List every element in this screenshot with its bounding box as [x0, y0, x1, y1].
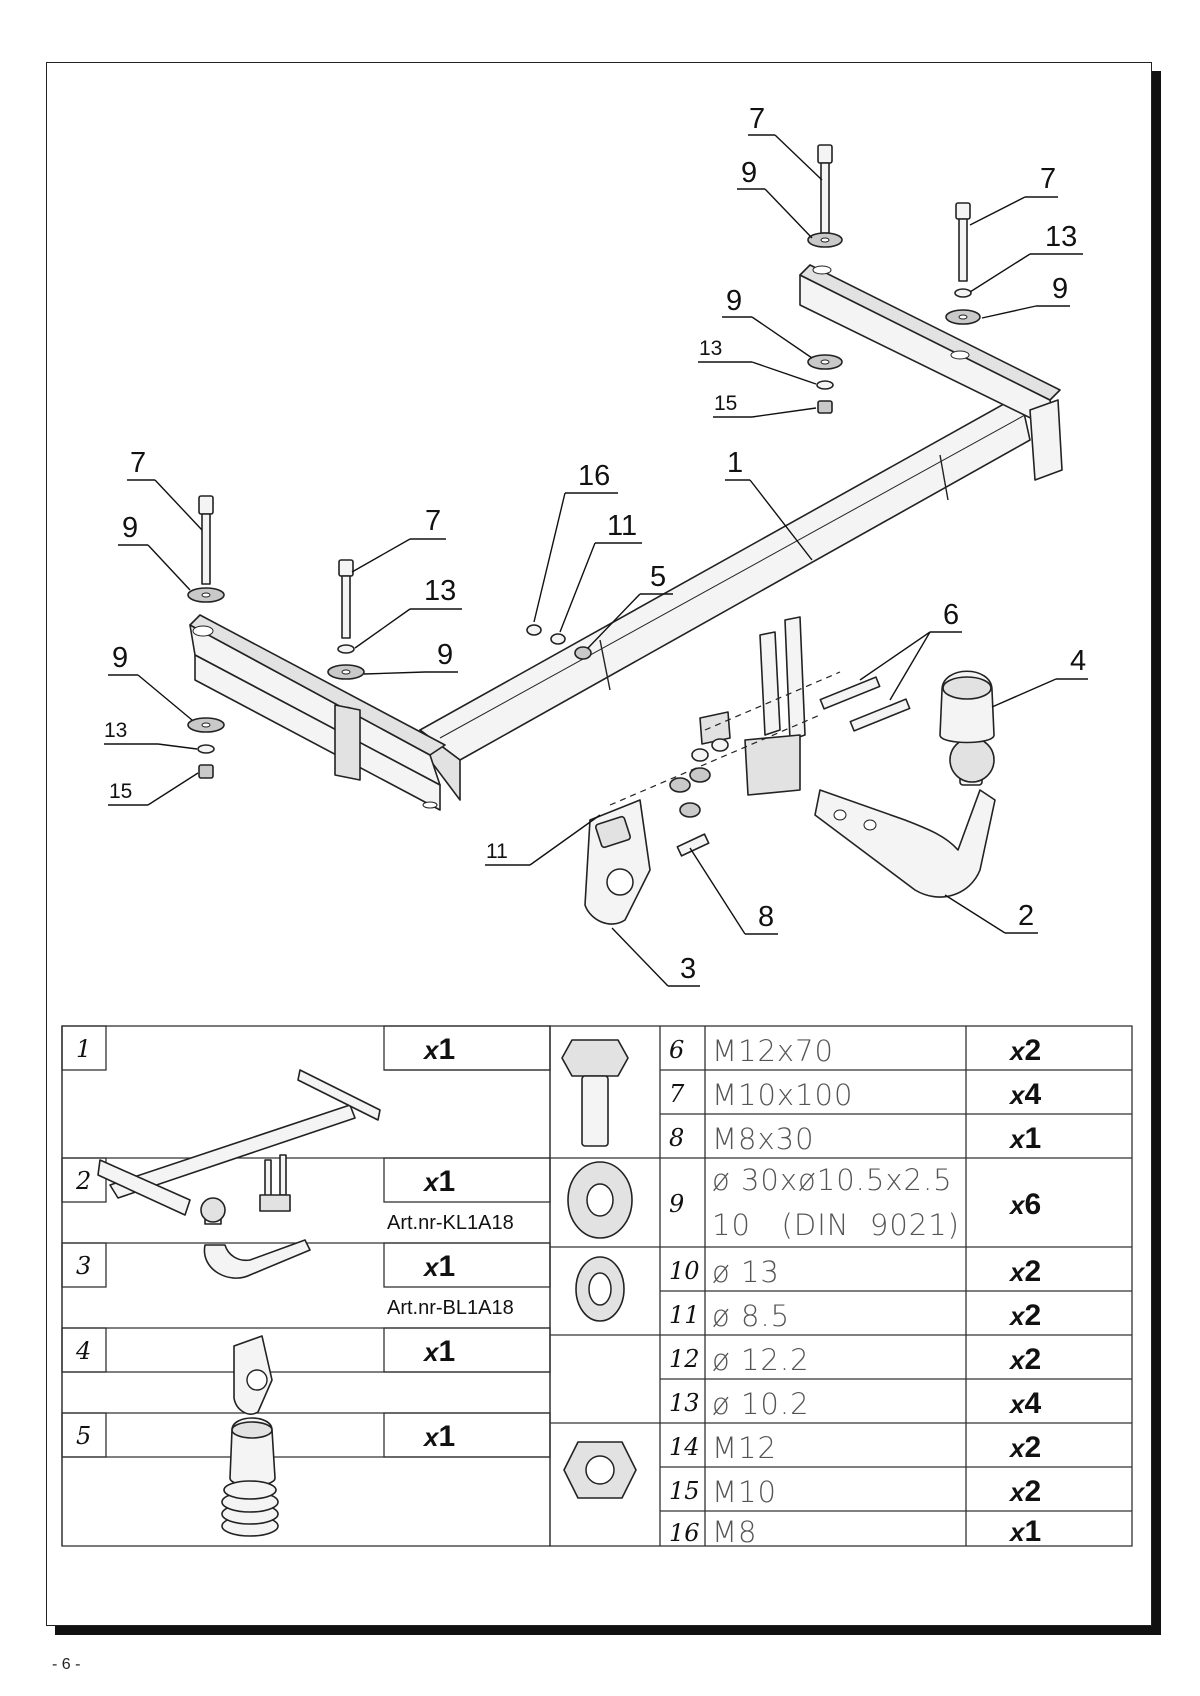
quantity: x2 — [1008, 1343, 1041, 1376]
callout-16: 16 — [578, 460, 610, 492]
quantity: x2 — [1008, 1299, 1041, 1332]
part-spec: M8x30 — [712, 1122, 815, 1156]
callout-2: 2 — [1018, 900, 1034, 932]
part-spec: M12x70 — [712, 1034, 834, 1068]
quantity: x1 — [1008, 1515, 1041, 1548]
callout-3: 3 — [680, 953, 696, 985]
thumb-socket-plate — [233, 1335, 273, 1415]
item-number: 15 — [669, 1477, 700, 1505]
callout-9: 9 — [1052, 273, 1068, 305]
callout-15: 15 — [714, 392, 737, 415]
item-number: 16 — [669, 1519, 700, 1547]
callout-9: 9 — [112, 642, 128, 674]
quantity: x1 — [422, 1420, 455, 1453]
article-number: Art.nr-BL1A18 — [387, 1297, 514, 1319]
quantity: x6 — [1008, 1188, 1041, 1221]
callout-13: 13 — [104, 719, 127, 742]
ball-cap — [939, 670, 995, 744]
callout-7: 7 — [425, 505, 441, 537]
quantity: x1 — [422, 1335, 455, 1368]
callout-9: 9 — [726, 285, 742, 317]
quantity: x4 — [1008, 1387, 1041, 1420]
towbar-crossbeam — [189, 264, 1063, 811]
spring-washer-icon — [575, 1256, 625, 1322]
callout-13: 13 — [1045, 221, 1077, 253]
callout-13: 13 — [424, 575, 456, 607]
thumb-tow-ball — [200, 1197, 311, 1279]
item-number: 14 — [669, 1433, 700, 1461]
callout-9: 9 — [741, 157, 757, 189]
callout-15: 15 — [109, 780, 132, 803]
part-spec: M8 — [712, 1515, 757, 1549]
callout-5: 5 — [650, 561, 666, 593]
item-number: 2 — [75, 1167, 91, 1195]
callout-6: 6 — [943, 599, 959, 631]
parts-table-right-text: 6 M12x70 x2 7 M10x100 x4 8 M8x30 x1 9 ø … — [669, 1034, 1041, 1549]
item-number: 11 — [669, 1301, 700, 1329]
callout-9: 9 — [437, 639, 453, 671]
callout-9: 9 — [122, 512, 138, 544]
exploded-assembly-diagram: 7 9 7 13 9 9 13 15 16 1 — [61, 103, 1133, 1549]
callout-7: 7 — [1040, 163, 1056, 195]
socket-plate — [584, 799, 651, 925]
item-number: 12 — [669, 1345, 700, 1373]
part-spec: ø 8.5 — [712, 1299, 790, 1333]
thumb-towbar — [97, 1069, 381, 1216]
part-spec: ø 30xø10.5x2.5 — [712, 1163, 953, 1197]
parts-table — [61, 1025, 1133, 1547]
part-spec: M10x100 — [712, 1078, 853, 1112]
callout-7: 7 — [130, 447, 146, 479]
quantity: x2 — [1008, 1475, 1041, 1508]
item-number: 5 — [76, 1422, 91, 1450]
fastener-stack-right-rear — [807, 144, 843, 414]
quantity: x1 — [422, 1033, 455, 1066]
item-number: 4 — [75, 1337, 91, 1365]
quantity: x2 — [1008, 1255, 1041, 1288]
thumb-spring — [221, 1480, 279, 1537]
parts-table-left-text: 1 x1 2 x1 Art.nr-KL1A18 3 x1 Art.nr-BL1A… — [75, 1033, 514, 1453]
fastener-stack-left-front — [327, 559, 365, 680]
washer-icon — [567, 1161, 633, 1239]
item-number: 9 — [669, 1190, 684, 1218]
fastener-stack-right-front — [945, 202, 981, 325]
tow-ball-neck — [814, 737, 996, 898]
callout-8: 8 — [758, 901, 774, 933]
part-spec: ø 10.2 — [712, 1387, 810, 1421]
quantity: x1 — [1008, 1122, 1041, 1155]
callouts: 7 9 7 13 9 9 13 15 16 1 — [104, 103, 1088, 987]
item-number: 3 — [76, 1252, 91, 1280]
item-number: 10 — [669, 1257, 700, 1285]
fastener-stack-left-rear — [187, 495, 225, 779]
part-spec-line2: 10 (DIN 9021) — [712, 1208, 960, 1242]
fastener-stack-centre — [526, 624, 592, 660]
quantity: x2 — [1008, 1431, 1041, 1464]
item-number: 13 — [669, 1389, 700, 1417]
page-number: - 6 - — [52, 1656, 81, 1673]
thumb-ball-cap — [229, 1417, 276, 1487]
callout-7: 7 — [749, 103, 765, 135]
callout-11: 11 — [607, 510, 637, 542]
callout-11: 11 — [486, 840, 508, 863]
part-spec: M12 — [712, 1431, 777, 1465]
part-spec: ø 13 — [712, 1255, 780, 1289]
quantity: x4 — [1008, 1078, 1041, 1111]
item-number: 8 — [669, 1124, 684, 1152]
item-number: 6 — [669, 1036, 684, 1064]
quantity: x2 — [1008, 1034, 1041, 1067]
hitch-bolts — [669, 676, 911, 857]
nut-icon — [563, 1441, 637, 1499]
quantity: x1 — [422, 1250, 455, 1283]
callout-1: 1 — [727, 447, 743, 479]
quantity: x1 — [422, 1165, 455, 1198]
article-number: Art.nr-KL1A18 — [387, 1212, 514, 1234]
item-number: 1 — [76, 1035, 91, 1063]
part-spec: ø 12.2 — [712, 1343, 810, 1377]
bolt-icon — [561, 1039, 629, 1147]
part-spec: M10 — [712, 1475, 777, 1509]
item-number: 7 — [669, 1080, 685, 1108]
callout-4: 4 — [1070, 645, 1086, 677]
callout-13: 13 — [699, 337, 722, 360]
